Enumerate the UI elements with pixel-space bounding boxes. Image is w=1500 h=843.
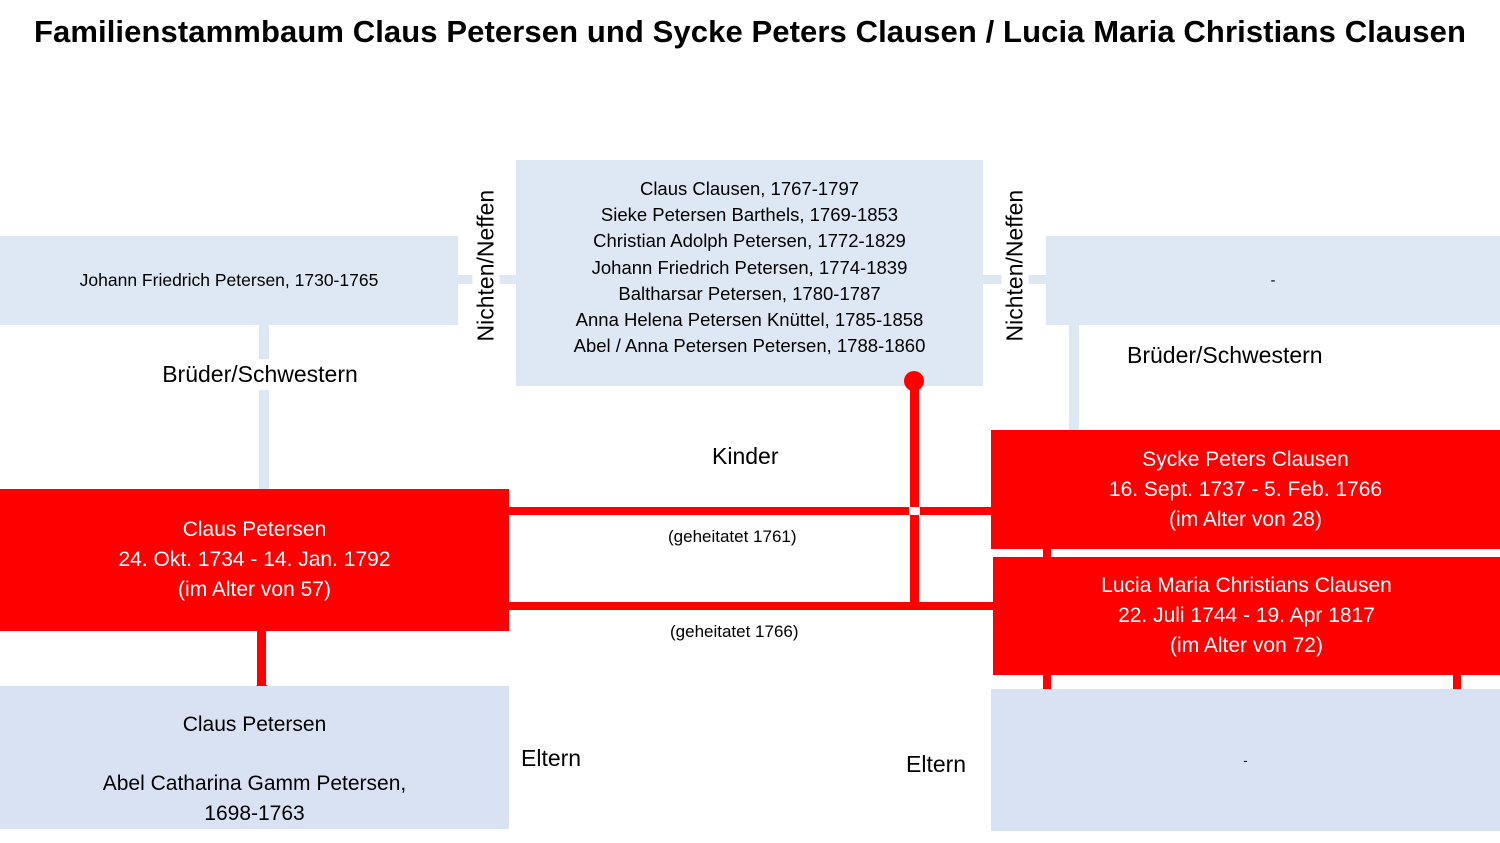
children-label: Kinder	[712, 443, 779, 469]
parents-label-left: Eltern	[521, 745, 582, 771]
spouse-2-age: (im Alter von 72)	[1170, 634, 1323, 657]
parents-right-text: -	[1243, 752, 1248, 768]
main-person-dates: 24. Okt. 1734 - 14. Jan. 1792	[118, 548, 391, 571]
spouse-1-box: Sycke Peters Clausen 16. Sept. 1737 - 5.…	[991, 430, 1500, 549]
right-sibling-box: -	[1046, 236, 1500, 325]
children-connector-crossing-low	[910, 515, 919, 518]
main-person-box: Claus Petersen 24. Okt. 1734 - 14. Jan. …	[0, 489, 509, 631]
parents-right-box: -	[991, 689, 1500, 831]
marriage-label-2: (geheitatet 1766)	[670, 622, 799, 641]
parents-left-mother-dates: 1698-1763	[204, 802, 305, 825]
spouse-connector	[1043, 545, 1051, 559]
child-item: Anna Helena Petersen Knüttel, 1785-1858	[575, 309, 924, 331]
nieces-label-left: Nichten/Neffen	[472, 187, 500, 346]
parents-left-box: Claus Petersen Abel Catharina Gamm Peter…	[0, 686, 509, 829]
siblings-label-left: Brüder/Schwestern	[144, 359, 376, 390]
marriage-line-2	[508, 602, 993, 610]
parents-left-father: Claus Petersen	[182, 713, 327, 736]
siblings-label-right: Brüder/Schwestern	[1127, 342, 1323, 368]
spouse-2-name: Lucia Maria Christians Clausen	[1101, 574, 1392, 597]
children-box: Claus Clausen, 1767-1797 Sieke Petersen …	[516, 160, 983, 386]
parents-connector-left	[257, 628, 266, 688]
child-item: Christian Adolph Petersen, 1772-1829	[593, 230, 906, 252]
page-title: Familienstammbaum Claus Petersen und Syc…	[33, 14, 1467, 49]
left-sibling-text: Johann Friedrich Petersen, 1730-1765	[79, 270, 379, 290]
marriage-line-1	[508, 507, 993, 515]
spouse-2-box: Lucia Maria Christians Clausen 22. Juli …	[993, 557, 1500, 675]
child-item: Claus Clausen, 1767-1797	[639, 178, 860, 199]
children-dot	[904, 371, 924, 391]
left-sibling-box: Johann Friedrich Petersen, 1730-1765	[0, 236, 458, 325]
marriage-label-1: (geheitatet 1761)	[668, 527, 797, 546]
main-person-name: Claus Petersen	[182, 518, 327, 541]
spouse-1-name: Sycke Peters Clausen	[1142, 447, 1349, 471]
parents-connector-right-b	[1453, 672, 1461, 690]
children-connector-crossing	[910, 504, 919, 507]
nieces-label-right: Nichten/Neffen	[1001, 187, 1029, 346]
children-connector	[910, 380, 919, 606]
sibling-connector-left	[259, 324, 269, 490]
right-sibling-text: -	[1270, 272, 1276, 289]
child-item: Baltharsar Petersen, 1780-1787	[618, 282, 881, 304]
child-item: Abel / Anna Petersen Petersen, 1788-1860	[573, 335, 926, 357]
main-person-age: (im Alter von 57)	[178, 578, 331, 601]
child-item: Johann Friedrich Petersen, 1774-1839	[591, 256, 908, 278]
line-crossing-gap	[909, 504, 920, 518]
parents-label-right: Eltern	[906, 751, 967, 777]
spouse-2-dates: 22. Juli 1744 - 19. Apr 1817	[1118, 604, 1375, 627]
spouse-1-dates: 16. Sept. 1737 - 5. Feb. 1766	[1108, 477, 1383, 501]
parents-left-mother: Abel Catharina Gamm Petersen,	[102, 772, 407, 795]
parents-connector-right-a	[1043, 672, 1051, 690]
sibling-connector-right	[1069, 324, 1079, 432]
spouse-1-age: (im Alter von 28)	[1169, 507, 1322, 531]
child-item: Sieke Petersen Barthels, 1769-1853	[600, 204, 899, 226]
